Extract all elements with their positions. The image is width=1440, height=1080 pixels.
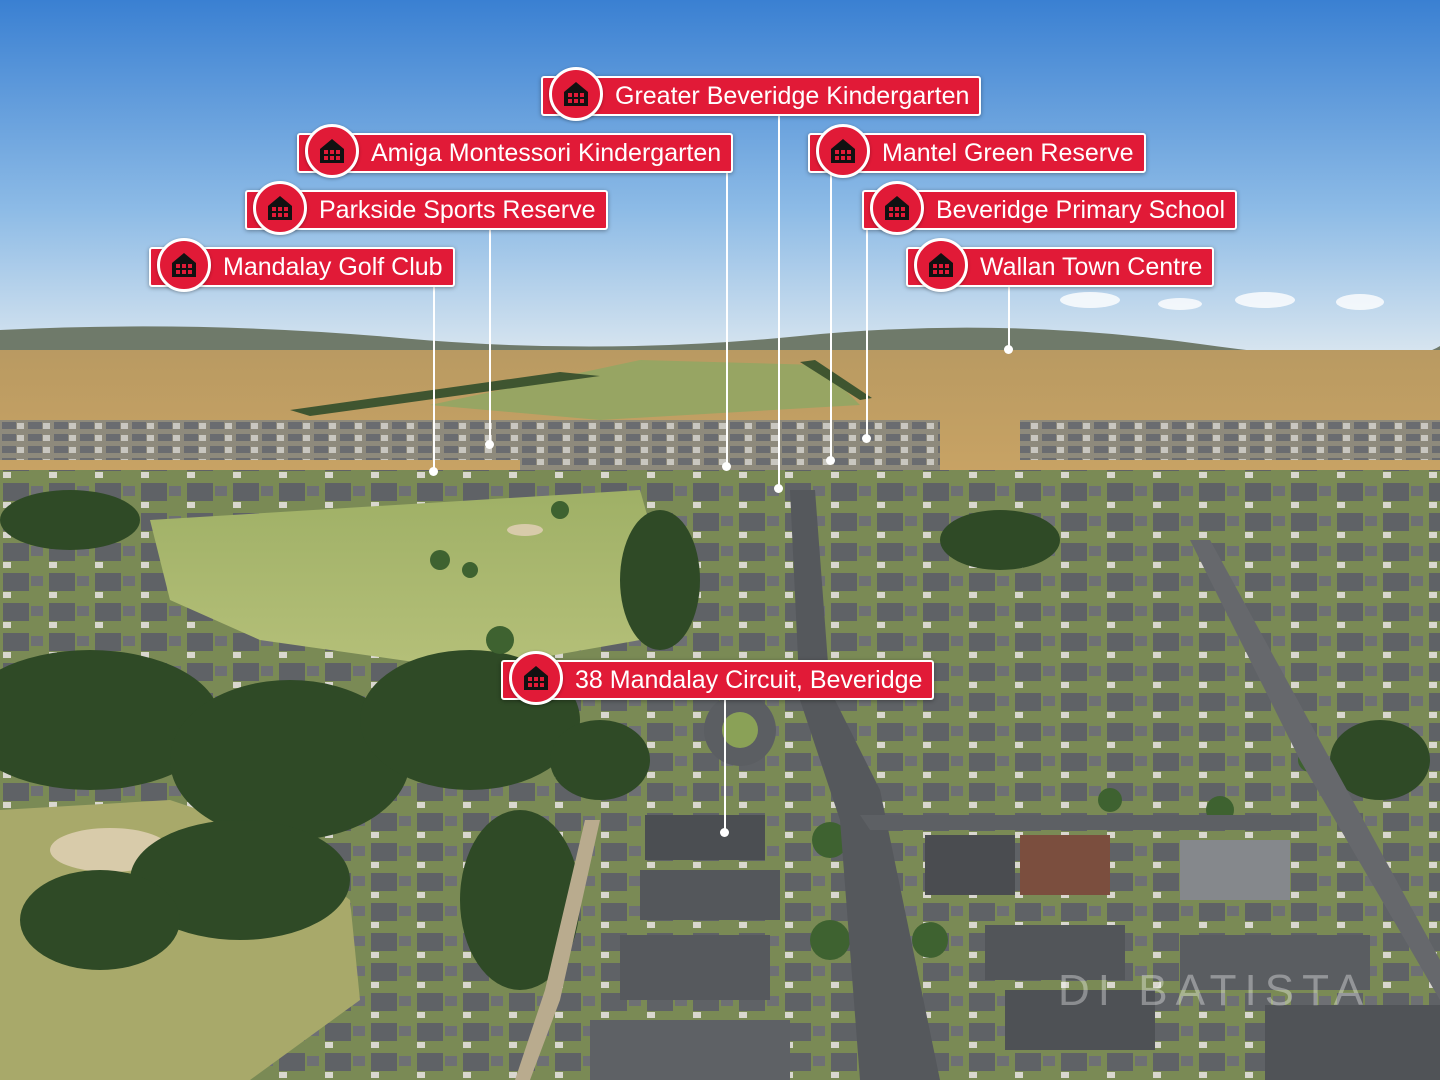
school-building-icon (870, 181, 924, 235)
east-roof-5 (1005, 990, 1155, 1050)
tree-line (290, 372, 600, 416)
house-icon (509, 651, 563, 705)
anchor-dot-beveridge-primary (862, 434, 871, 443)
sky (0, 0, 1440, 350)
school-building-icon (549, 67, 603, 121)
suburb-far-centre (520, 420, 940, 470)
school-building-icon (253, 181, 307, 235)
roundabout-island (722, 712, 758, 748)
poi-amiga-montessori-kindergarten[interactable]: Amiga Montessori Kindergarten (297, 124, 734, 178)
anchor-dot-amiga (722, 462, 731, 471)
poi-wallan-town-centre[interactable]: Wallan Town Centre (906, 238, 1215, 292)
leader-line-wallan (1008, 285, 1010, 349)
school-building-icon (816, 124, 870, 178)
cross-road (860, 815, 1300, 830)
property-roof (645, 815, 765, 860)
leader-line-mandalay-golf (433, 285, 435, 471)
anchor-dot-parkside (485, 440, 494, 449)
leader-line-amiga (726, 170, 728, 466)
east-road (1190, 540, 1440, 1000)
suburb-far-east (1020, 420, 1440, 460)
poi-label: Greater Beveridge Kindergarten (615, 82, 970, 110)
anchor-dot-wallan (1004, 345, 1013, 354)
poi-label: 38 Mandalay Circuit, Beveridge (575, 666, 923, 694)
school-building-icon (305, 124, 359, 178)
east-roof-7 (1265, 1005, 1440, 1080)
leader-line-greater-beveridge (778, 114, 780, 488)
green-paddock (430, 360, 860, 420)
agency-watermark: DI BATISTA (1058, 966, 1372, 1015)
poi-label: Amiga Montessori Kindergarten (371, 139, 722, 167)
leader-line-mantel (830, 170, 832, 460)
neighbour-roof-3 (590, 1020, 790, 1080)
leader-line-property (724, 699, 726, 829)
leader-line-parkside (489, 228, 491, 444)
anchor-dot-mandalay-golf (429, 467, 438, 476)
tree-line-east (800, 360, 872, 400)
leader-line-beveridge-primary (866, 228, 868, 438)
poi-label: Mandalay Golf Club (223, 253, 443, 281)
school-building-icon (157, 238, 211, 292)
poi-property-address[interactable]: 38 Mandalay Circuit, Beveridge (501, 651, 935, 705)
poi-beveridge-primary-school[interactable]: Beveridge Primary School (862, 181, 1238, 235)
east-roof-3 (1180, 840, 1290, 900)
suburb-far-west (0, 420, 520, 460)
neighbour-roof-1 (640, 870, 780, 920)
anchor-dot-property (720, 828, 729, 837)
bunker-2 (507, 524, 543, 536)
main-road (790, 490, 940, 1080)
anchor-dot-greater-beveridge (774, 484, 783, 493)
east-roof-4 (985, 925, 1125, 980)
poi-parkside-sports-reserve[interactable]: Parkside Sports Reserve (245, 181, 608, 235)
poi-mandalay-golf-club[interactable]: Mandalay Golf Club (149, 238, 455, 292)
poi-mantel-green-reserve[interactable]: Mantel Green Reserve (808, 124, 1146, 178)
east-roof-6 (1180, 935, 1370, 990)
poi-label: Beveridge Primary School (936, 196, 1226, 224)
east-roof-2 (1020, 835, 1110, 895)
neighbour-roof-2 (620, 935, 770, 1000)
school-building-icon (914, 238, 968, 292)
anchor-dot-mantel (826, 456, 835, 465)
poi-label: Parkside Sports Reserve (319, 196, 596, 224)
poi-greater-beveridge-kindergarten[interactable]: Greater Beveridge Kindergarten (541, 67, 982, 121)
poi-label: Wallan Town Centre (980, 253, 1203, 281)
gravel-path (515, 820, 600, 1080)
east-roof-1 (925, 835, 1015, 895)
poi-label: Mantel Green Reserve (882, 139, 1134, 167)
clouds (1060, 292, 1384, 310)
